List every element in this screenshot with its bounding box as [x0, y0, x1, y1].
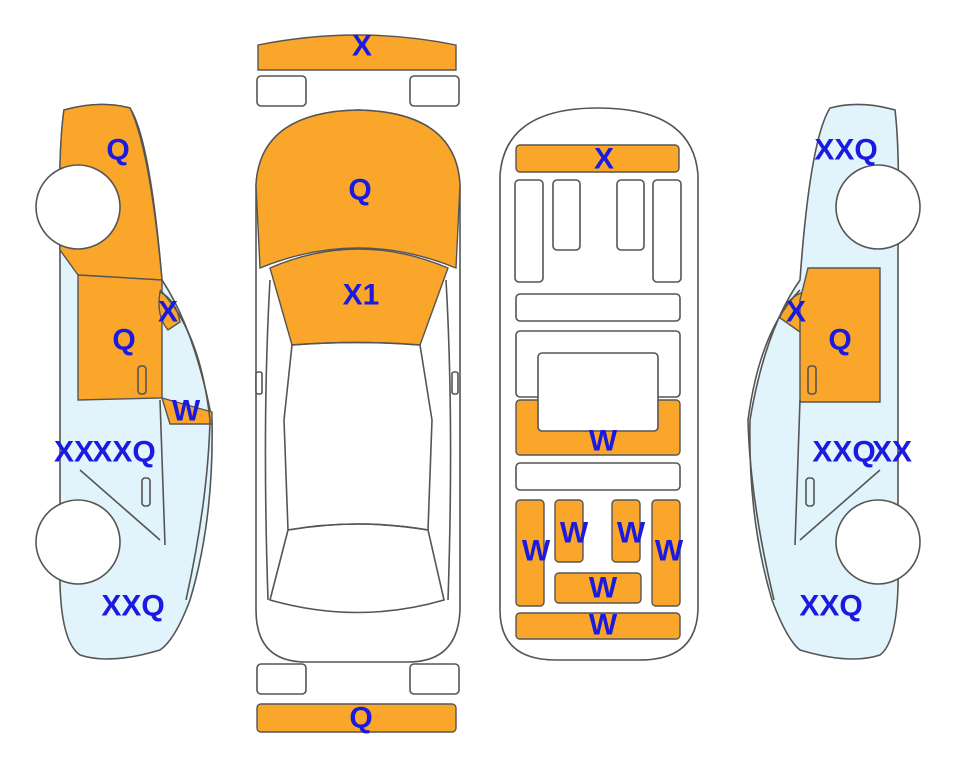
right-rear-door-handle: [807, 365, 817, 395]
label-right-front-door-b: XX: [872, 436, 912, 469]
interior-rear-seat-left[interactable]: [554, 499, 584, 563]
top-right-side-line: [445, 279, 452, 601]
label-left-rear-door-b: XXQ: [92, 436, 155, 469]
right-rear-door[interactable]: [799, 267, 881, 403]
left-front-door-handle: [137, 365, 147, 395]
right-door-line: [794, 399, 881, 546]
label-right-front-door-a: XXQ: [812, 436, 875, 469]
label-interior-dashboard: X: [594, 143, 614, 176]
interior-passenger-seat: [616, 179, 645, 251]
left-rear-door-handle: [141, 477, 151, 507]
top-front-light-left: [256, 75, 307, 107]
top-rear-window: [269, 523, 445, 614]
label-left-front-door: Q: [112, 324, 135, 357]
top-front-bumper[interactable]: [257, 34, 457, 71]
interior-left-door-panel: [514, 179, 544, 283]
interior-driver-seat: [552, 179, 581, 251]
interior-rear-outer-right[interactable]: [651, 499, 681, 607]
top-rear-light-right: [409, 663, 460, 695]
right-front-door-handle: [805, 477, 815, 507]
right-rear-wheel: [835, 164, 921, 250]
top-rear-light-left: [256, 663, 307, 695]
label-interior-trunk: W: [589, 609, 618, 642]
interior-rear-outer-left[interactable]: [515, 499, 545, 607]
label-right-rear-quarter-top: XXQ: [814, 134, 877, 167]
interior-rear-bench: [515, 462, 681, 491]
left-door-line: [79, 399, 166, 546]
top-hood[interactable]: [255, 109, 461, 270]
label-right-front-quarter: XXQ: [799, 590, 862, 623]
left-front-window[interactable]: [158, 290, 181, 331]
label-left-rear-quarter: XXQ: [101, 590, 164, 623]
label-interior-rear-seat-right: W: [617, 517, 646, 550]
interior-right-door-panel: [652, 179, 682, 283]
label-right-rear-door: Q: [828, 324, 851, 357]
left-rear-wheel: [35, 499, 121, 585]
left-side-view: Q Q X W XX XXQ XXQ: [35, 103, 213, 660]
label-left-mirror: W: [172, 395, 201, 428]
label-top-hood: Q: [348, 174, 371, 207]
top-right-mirror: [451, 371, 459, 395]
interior-rear-center[interactable]: [554, 572, 642, 604]
label-right-rear-window: X: [786, 296, 806, 329]
left-window-line: [159, 289, 211, 601]
right-window-line: [747, 289, 801, 601]
top-front-light-right: [409, 75, 460, 107]
label-left-front-panel: Q: [106, 134, 129, 167]
label-interior-front-floor: W: [589, 425, 618, 458]
interior-trunk[interactable]: [515, 612, 681, 640]
label-interior-rear-outer-left: W: [522, 535, 551, 568]
label-interior-rear-outer-right: W: [655, 535, 684, 568]
label-top-front-bumper: X: [352, 30, 372, 63]
interior-rear-seat-right[interactable]: [611, 499, 641, 563]
top-left-mirror: [255, 371, 263, 395]
label-interior-rear-center: W: [589, 572, 618, 605]
label-interior-rear-seat-left: W: [560, 517, 589, 550]
top-rear-bumper[interactable]: [256, 703, 457, 733]
left-front-wheel: [35, 164, 121, 250]
label-left-front-window: X: [158, 296, 178, 329]
interior-dashboard[interactable]: [515, 144, 680, 173]
interior-center-box: [537, 352, 659, 432]
right-side-view: XXQ X Q XXQ XX XXQ: [747, 103, 921, 660]
label-top-windshield: X1: [343, 279, 380, 312]
right-front-wheel: [835, 499, 921, 585]
top-left-side-line: [264, 279, 271, 601]
label-top-rear-bumper: Q: [349, 702, 372, 735]
left-mirror[interactable]: [160, 396, 213, 425]
interior-console: [515, 293, 681, 322]
label-left-rear-door-a: XX: [54, 436, 94, 469]
interior-view: X W W W W W W W: [499, 107, 699, 661]
top-view: X Q X1 Q: [255, 30, 461, 735]
